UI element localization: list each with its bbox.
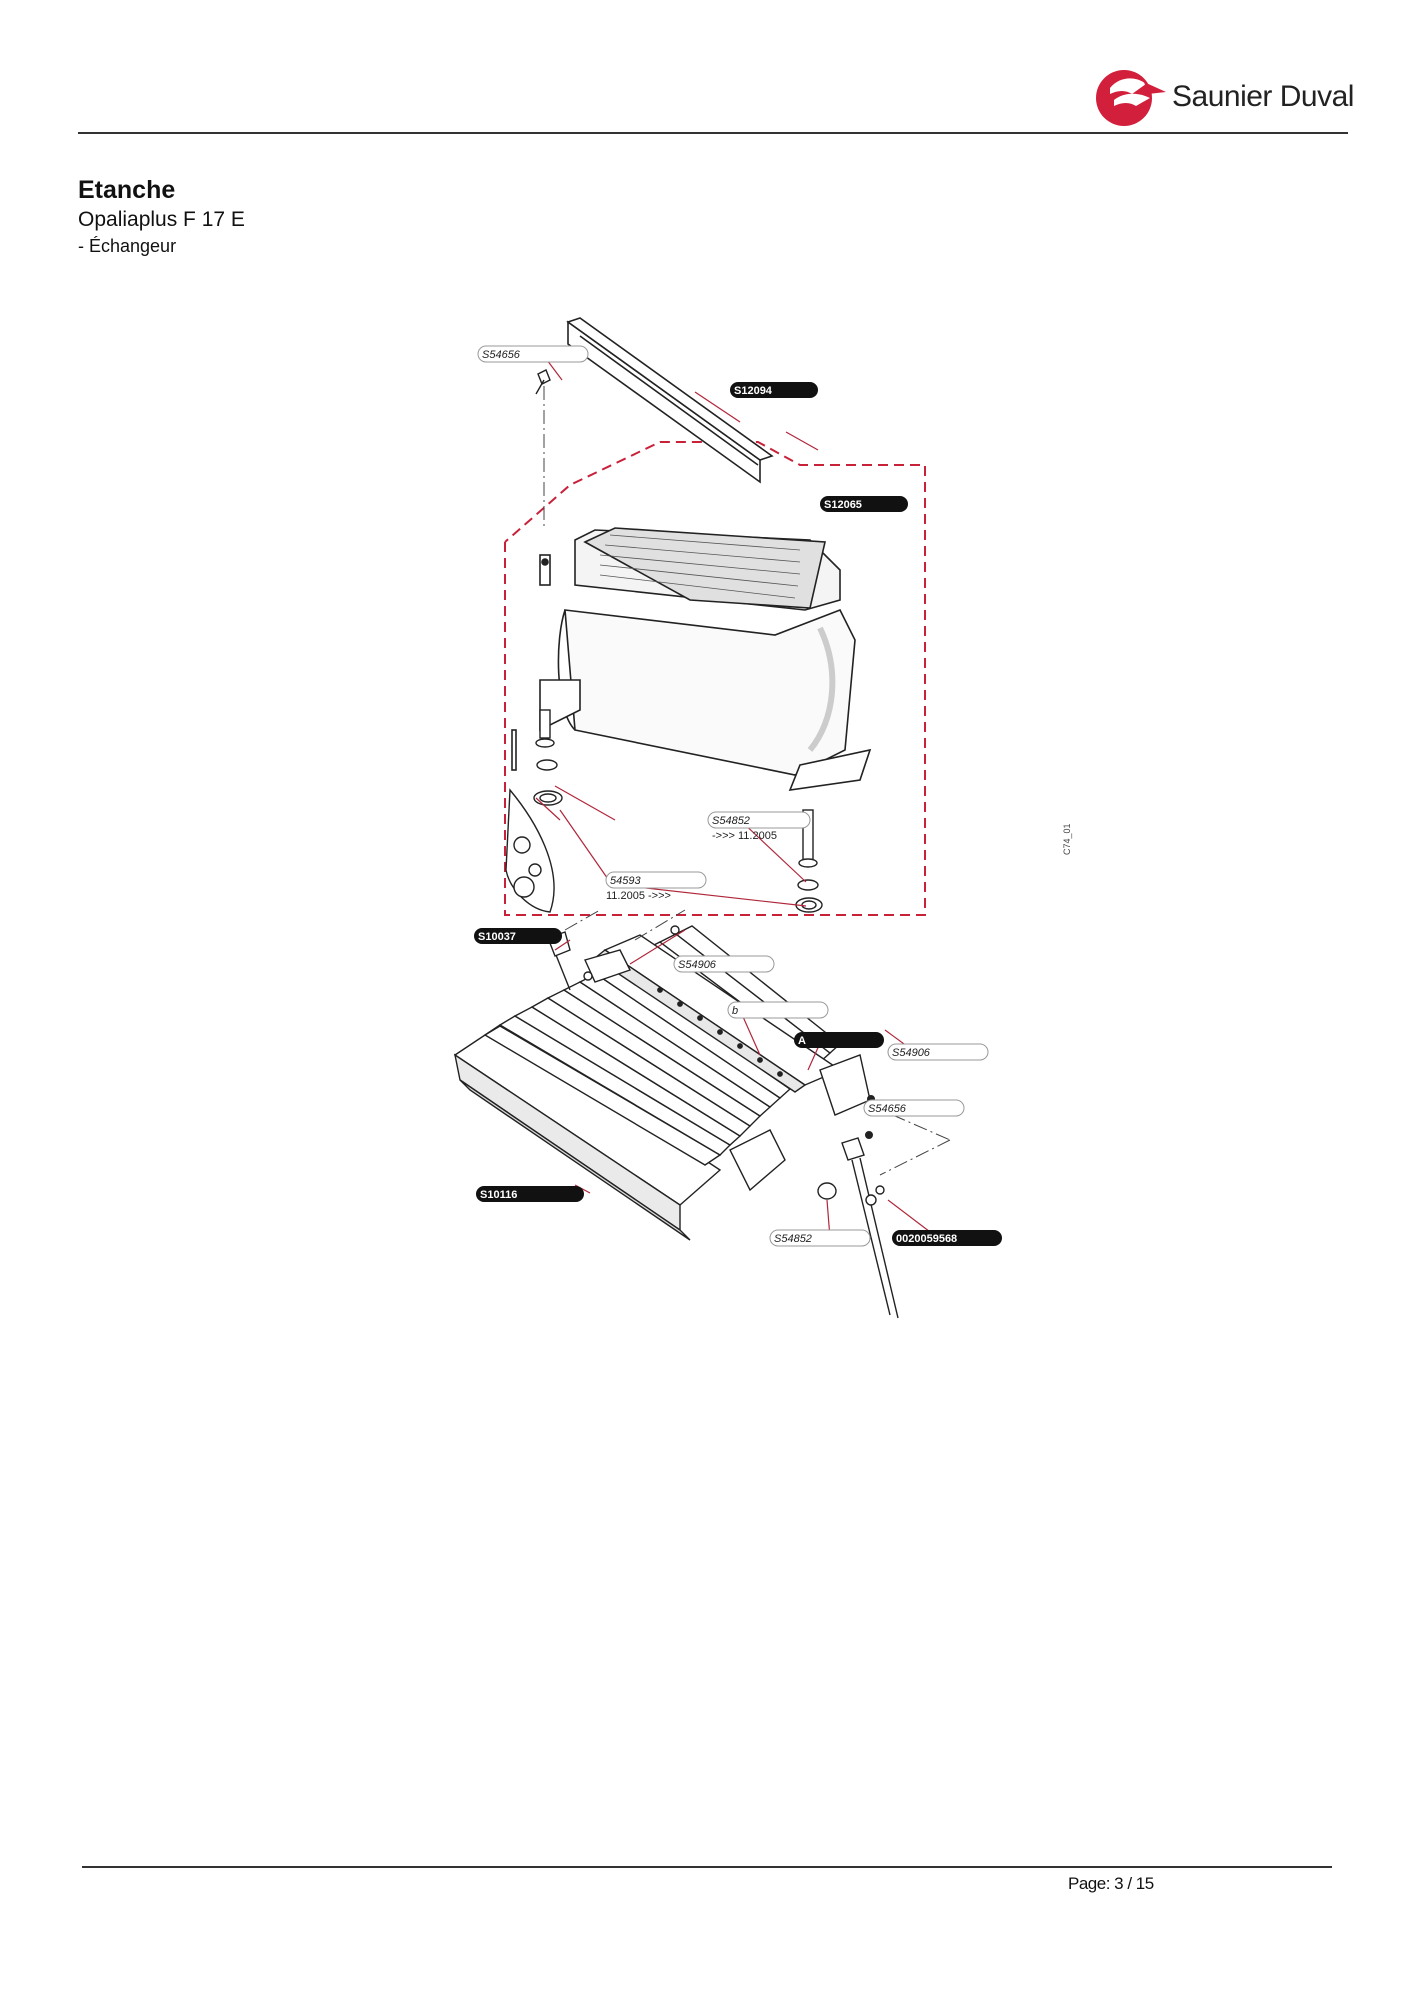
callout-c4: S54852 ->>> 11.2005 [707,811,811,842]
detection-electrode-part [841,1137,899,1319]
callout-c13: S54852 [769,1229,871,1247]
callout-c9: A [794,1032,884,1048]
callout-c5: 54593 11.2005 ->>> [605,871,707,902]
callout-c11: S54656 [863,1099,965,1117]
callout-c11-text: S54656 [868,1103,907,1115]
callout-c8: b [727,1001,829,1019]
gas-ramp-part [584,934,871,1116]
brand-name: Saunier Duval [1172,80,1354,113]
callout-c3-text: S12065 [824,499,862,511]
callout-c6: S10037 [474,928,562,944]
document-title: Etanche [78,176,176,204]
heat-exchanger-part [511,527,872,791]
callout-c7-text: S54906 [678,959,717,971]
callout-c1-text: S54656 [482,349,521,361]
callout-c5-text: 54593 [610,875,641,887]
callout-c9-text: A [798,1035,806,1047]
brand-emblem-icon [1096,70,1166,126]
top-rail-part [566,317,774,484]
figure-code: C74_01 [1062,823,1072,855]
callout-c2-text: S12094 [734,385,773,397]
callout-c4-text: S54852 [712,815,750,827]
detail-inset [505,788,555,913]
brand-logo [1092,64,1352,128]
page-number: Page: 3 / 15 [1068,1874,1154,1893]
seal-part [533,709,563,806]
callout-c12-text: S10116 [480,1189,517,1201]
screw-part [535,369,551,395]
callout-c6-text: S10037 [478,931,516,943]
callout-c3: S12065 [820,496,908,512]
callout-c2: S12094 [730,382,818,398]
callout-c14-text: 0020059568 [896,1233,957,1245]
model-name: Opaliaplus F 17 E [78,208,245,231]
header-divider [78,132,1348,134]
callout-c1: S54656 [477,345,589,363]
o-ring-part [817,1182,837,1200]
callout-c5-note: 11.2005 ->>> [606,890,671,902]
callout-c13-text: S54852 [774,1233,812,1245]
callout-c10-text: S54906 [892,1047,931,1059]
seal-part-right [795,809,823,913]
callout-c14: 0020059568 [892,1230,1002,1246]
callout-c4-note: ->>> 11.2005 [712,830,777,842]
callout-c8-text: b [732,1005,738,1017]
exploded-parts-diagram: S54656 S12094 S12065 S54852 ->>> 11.2005… [453,317,1072,1319]
heat-exchanger-group-frame [504,441,926,916]
footer-divider [82,1866,1332,1868]
callout-c7: S54906 [673,955,775,973]
section-name: - Échangeur [78,236,177,256]
callout-c10: S54906 [887,1043,989,1061]
callout-c12: S10116 [476,1186,584,1202]
